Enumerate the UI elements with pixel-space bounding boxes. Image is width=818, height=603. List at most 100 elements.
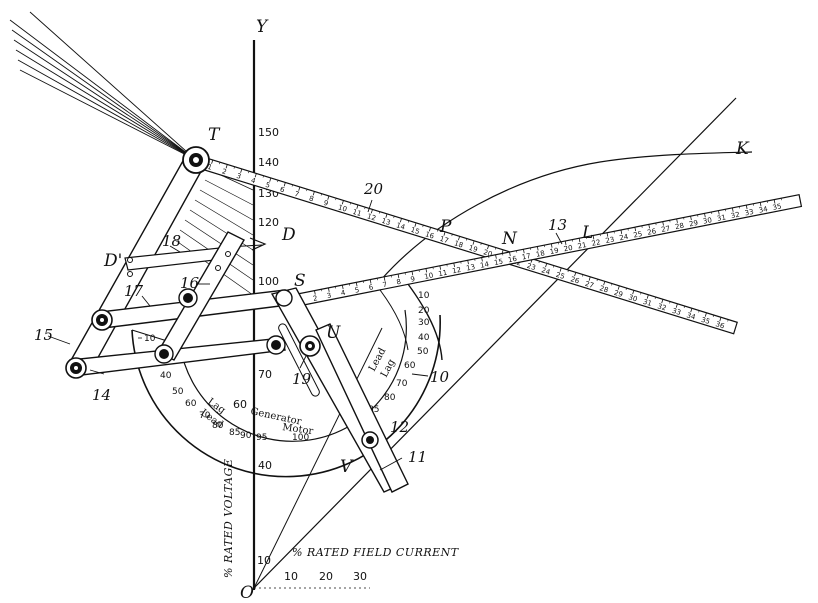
scale-tick [536,246,539,251]
scale-number: 17 [439,235,450,245]
scale-number: 32 [730,211,740,221]
scale-tick [704,312,707,317]
scale-number: 2 [312,294,318,303]
point-u-label: U [326,323,341,343]
scale-number: 29 [613,289,624,299]
scale-tick [312,191,315,196]
pivot-t [182,146,210,174]
scale-number: 2 [221,167,228,176]
scale-tick [719,317,722,322]
scale-tick [559,267,562,272]
scale-number: 28 [674,222,684,232]
pivot-s [275,289,293,307]
scale-tick [648,224,650,229]
point-n-label: N [501,229,518,249]
scale-number: 14 [395,221,406,231]
scale-minor-tick [654,296,656,300]
scale-number: 6 [279,185,286,194]
scale-tick [690,308,693,313]
part-15-label: 15 [34,326,53,344]
pivot-left-upper [91,309,113,331]
scale-number: 29 [688,219,698,229]
scale-minor-tick [611,283,613,286]
scale-tick [745,205,748,210]
svg-text:70: 70 [199,411,211,421]
scale-tick [731,207,734,212]
y-tick-10: 10 [257,554,271,567]
scale-tick [254,173,257,178]
part-leaders [47,199,563,471]
scale-number: 13 [381,217,392,227]
svg-text:100: 100 [292,433,309,443]
protractor-inner-tick: 10 [144,334,156,344]
scale-number: 33 [744,208,754,218]
scale-tick [314,290,316,295]
svg-text:80: 80 [212,421,224,431]
scale-number: 16 [507,255,518,265]
scale-number: 8 [308,194,315,203]
scale-number: 30 [627,293,638,303]
scale-number: 5 [264,181,271,190]
scale-tick [704,213,706,218]
scale-number: 27 [584,280,595,290]
scale-number: 31 [642,298,653,308]
scale-tick [662,221,664,226]
svg-text:70: 70 [396,379,408,389]
scale-number: 25 [633,230,643,240]
scale-number: 9 [410,275,416,284]
scale-tick [443,231,446,236]
scale-tick [545,263,548,268]
scale-number: 36 [715,320,726,330]
scale-number: 33 [671,307,682,317]
scale-tick [620,229,623,234]
scale-tick [328,287,330,292]
scale-tick [370,209,373,214]
scale-number: 7 [382,280,388,289]
scale-number: 23 [526,262,537,272]
point-d-label: D [281,225,296,245]
part-20-label: 20 [363,180,384,198]
link-18 [124,237,267,271]
scale-number: 32 [656,302,667,312]
scale-number: 8 [396,278,402,287]
scale-tick [495,254,497,259]
scale-number: 16 [424,230,435,240]
y-tick-40: 40 [258,459,272,472]
part-17-label: 17 [124,282,144,300]
scale-tick [676,218,678,223]
scale-number: 22 [591,238,601,248]
scale-tick [414,222,417,227]
scale-number: 10 [424,271,434,281]
scale-minor-tick [553,265,555,268]
scale-number: 31 [716,213,726,223]
scale-tick [341,200,344,205]
scale-minor-tick [495,247,497,250]
point-p-label: P [439,217,452,237]
scale-number: 18 [535,249,545,259]
scale-minor-tick [364,207,366,210]
scale-minor-tick [640,292,642,295]
svg-text:60: 60 [185,399,197,409]
pivot-14-right [266,335,286,355]
scale-minor-tick [712,314,714,318]
y-tick-140: 140 [258,156,279,169]
scale-number: 12 [366,212,377,222]
link-11 [315,323,409,493]
scale-minor-tick [683,305,685,309]
scale-tick [588,276,591,281]
scale-minor-tick [582,274,584,277]
scale-number: 24 [540,266,551,276]
scale-tick [425,268,428,273]
scale-number: 23 [605,235,615,245]
scale-minor-tick [465,238,468,241]
svg-text:50: 50 [172,387,184,397]
scale-minor-tick [378,211,381,214]
scale-minor-tick [306,189,308,192]
scale-number: 5 [354,286,360,295]
scale-tick [773,199,776,204]
scale-number: 14 [479,260,490,270]
scale-minor-tick [596,278,598,282]
scale-tick [487,245,490,250]
scale-tick [327,195,330,200]
